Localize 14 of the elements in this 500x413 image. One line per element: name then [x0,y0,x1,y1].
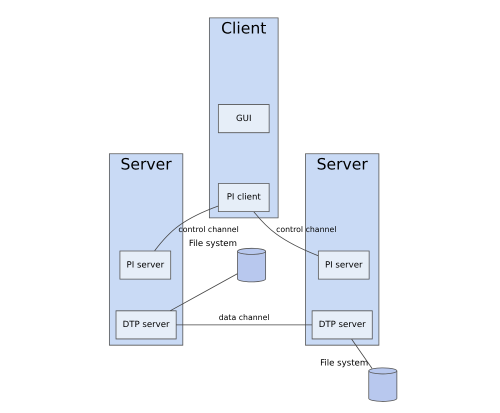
node-box: PI server [120,250,172,280]
node-box: PI client [218,183,270,212]
edge-label: data channel [218,313,270,322]
node-box: GUI [218,104,270,134]
connector [154,206,219,252]
connector [170,273,238,312]
node-label: File system [320,358,368,368]
edge-label: control channel [276,224,336,234]
node-label: File system [188,238,237,249]
connector [351,338,372,369]
connector [176,324,312,326]
node-box: DTP server [116,310,177,340]
node-box: PI server [318,250,370,280]
node-box: DTP server [312,310,373,340]
